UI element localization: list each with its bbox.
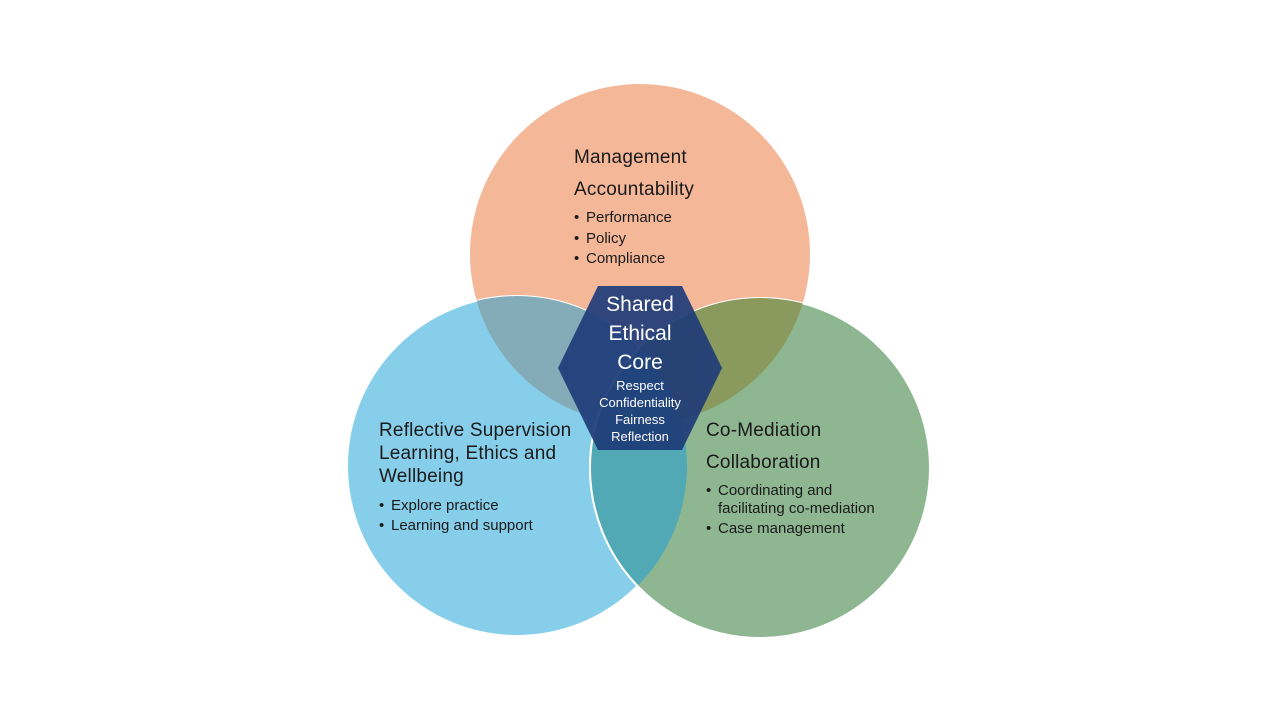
core-title-line: Core xyxy=(617,351,663,374)
management-bullet: Performance xyxy=(574,208,794,229)
core-title-line: Shared xyxy=(606,293,674,316)
management-bullet: Policy xyxy=(574,229,794,250)
reflective-subtitle-line2: Wellbeing xyxy=(379,466,464,487)
management-title: Management xyxy=(574,147,687,168)
core-title-line: Ethical xyxy=(608,322,672,345)
comediation-subtitle: Collaboration xyxy=(706,452,821,473)
reflective-bullet-list: Explore practice Learning and support xyxy=(379,496,609,536)
comediation-title: Co-Mediation xyxy=(706,420,822,441)
management-bullet-list: Performance Policy Compliance xyxy=(574,208,794,270)
management-bullet: Compliance xyxy=(574,249,794,270)
comediation-bullet-line2: facilitating co-mediation xyxy=(718,500,875,517)
core-value: Reflection xyxy=(611,429,669,444)
reflective-subtitle-line1: Learning, Ethics and xyxy=(379,443,557,464)
comediation-bullet: Coordinating and facilitating co-mediati… xyxy=(706,482,916,518)
comediation-label: Co-Mediation Collaboration Coordinating … xyxy=(706,415,916,538)
core-values-list: Respect Confidentiality Fairness Reflect… xyxy=(560,377,720,445)
shared-ethical-core-hexagon xyxy=(558,286,722,450)
reflective-title: Reflective Supervision xyxy=(379,420,572,441)
comediation-bullet: Case management xyxy=(706,520,916,538)
reflective-label: Reflective Supervision Learning, Ethics … xyxy=(379,419,609,536)
shared-ethical-core: Shared Ethical Core Respect Confidential… xyxy=(560,290,720,445)
reflective-bullet: Explore practice xyxy=(379,496,609,516)
comediation-bullet-line1: Coordinating and xyxy=(718,482,833,499)
core-value: Fairness xyxy=(615,412,665,427)
reflective-bullet: Learning and support xyxy=(379,516,609,536)
core-value: Respect xyxy=(616,378,664,393)
comediation-bullet-list: Coordinating and facilitating co-mediati… xyxy=(706,482,916,538)
management-label: Management Accountability Performance Po… xyxy=(574,142,794,270)
core-value: Confidentiality xyxy=(599,395,681,410)
management-subtitle: Accountability xyxy=(574,179,695,200)
